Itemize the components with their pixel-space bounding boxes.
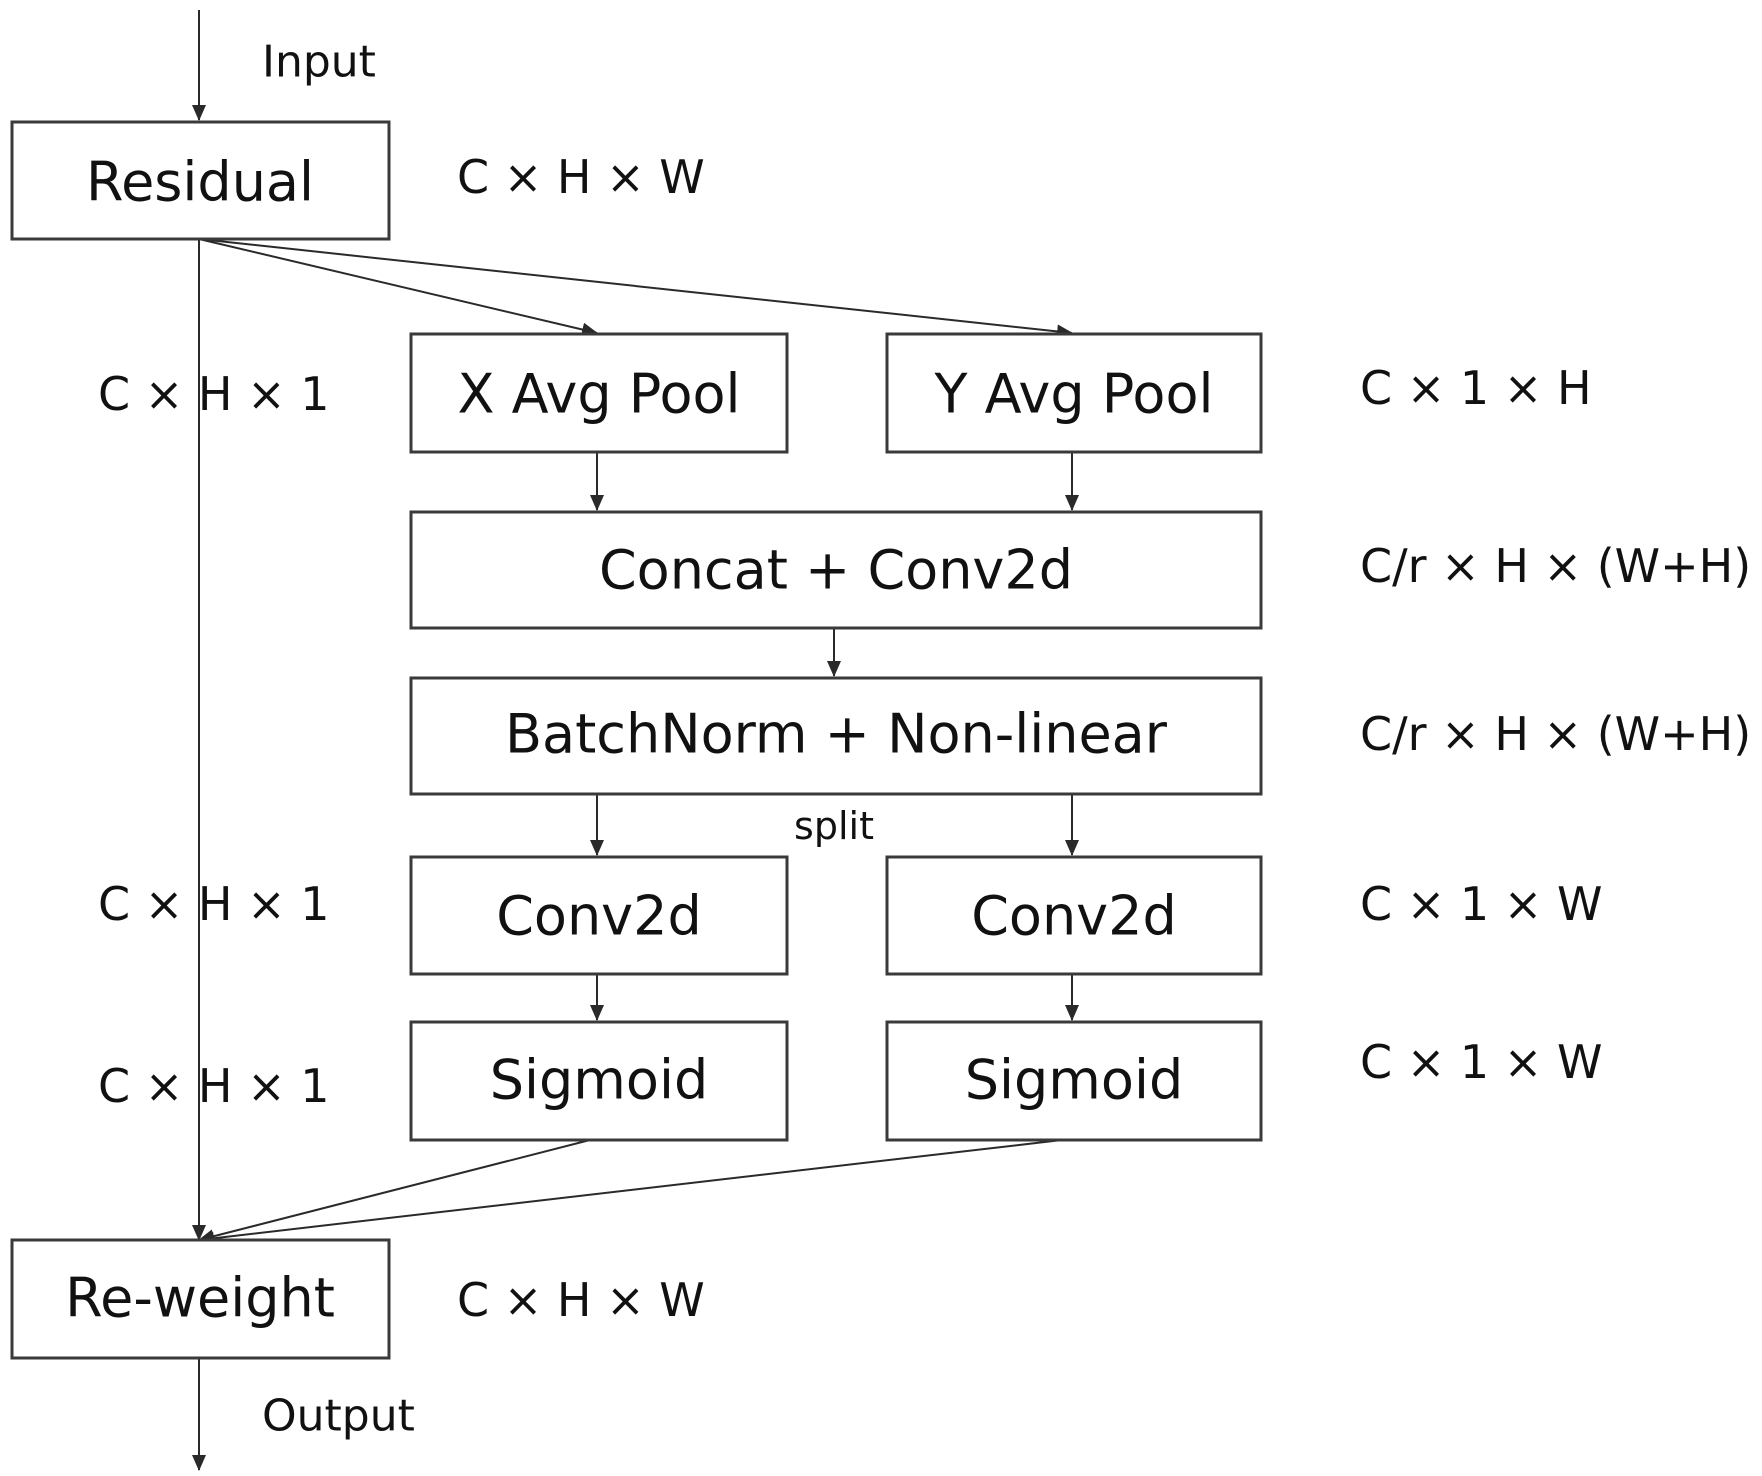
right-sigmoid-block: Sigmoid [885, 1020, 1263, 1142]
input-label: Input [262, 37, 376, 88]
residual-to-y-pool-arrow [198, 238, 1073, 339]
concat-dim-label: C/r × H × (W+H) [1360, 539, 1751, 593]
left-conv-block: Conv2d [409, 855, 789, 976]
residual-label: Residual [86, 151, 314, 214]
y-avg-pool-block: Y Avg Pool [885, 332, 1263, 454]
left-sigmoid-dim-label: C × H × 1 [98, 1059, 330, 1113]
batchnorm-block: BatchNorm + Non-linear [409, 676, 1263, 796]
x-avg-pool-block: X Avg Pool [409, 332, 789, 454]
residual-to-x-pool-arrow [198, 238, 598, 337]
right-conv-dim-label: C × 1 × W [1360, 877, 1602, 931]
residual-dim-label: C × H × W [457, 150, 705, 204]
concat-conv-block: Concat + Conv2d [409, 510, 1263, 630]
batchnorm-dim-label: C/r × H × (W+H) [1360, 707, 1751, 761]
right-sigmoid-dim-label: C × 1 × W [1360, 1035, 1602, 1089]
connectors [192, 10, 1079, 1471]
left-sigmoid-block: Sigmoid [409, 1020, 789, 1142]
y-avg-pool-label: Y Avg Pool [933, 363, 1213, 426]
split-label: split [794, 804, 874, 848]
right-conv-block: Conv2d [885, 855, 1263, 976]
left-sigmoid-label: Sigmoid [490, 1049, 708, 1112]
right-sigmoid-label: Sigmoid [965, 1049, 1183, 1112]
residual-block: Residual [10, 120, 391, 241]
reweight-dim-label: C × H × W [457, 1273, 705, 1327]
right-pool-dim-label: C × 1 × H [1360, 361, 1592, 415]
x-avg-pool-label: X Avg Pool [457, 363, 740, 426]
concat-conv-label: Concat + Conv2d [599, 539, 1073, 602]
left-conv-label: Conv2d [496, 885, 702, 948]
output-label: Output [262, 1391, 415, 1442]
right-conv-label: Conv2d [971, 885, 1177, 948]
reweight-label: Re-weight [65, 1267, 335, 1330]
left-sigmoid-to-reweight-arrow [198, 1139, 591, 1244]
left-conv-dim-label: C × H × 1 [98, 877, 330, 931]
batchnorm-label: BatchNorm + Non-linear [505, 703, 1168, 766]
right-sigmoid-to-reweight-arrow [198, 1139, 1063, 1246]
reweight-block: Re-weight [10, 1238, 391, 1360]
left-pool-dim-label: C × H × 1 [98, 367, 330, 421]
